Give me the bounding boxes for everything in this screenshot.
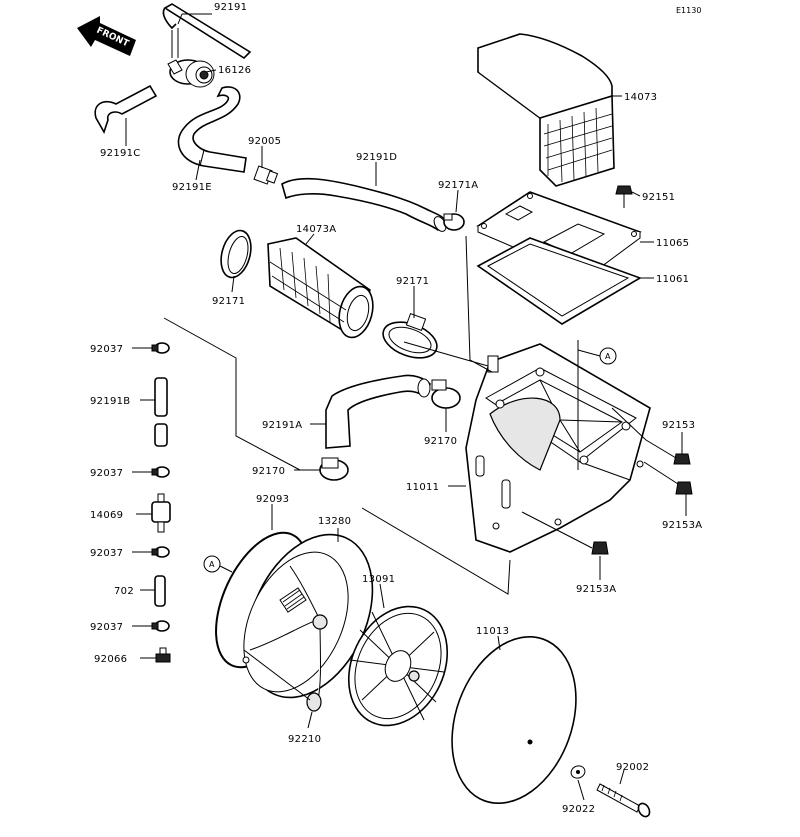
tube-92191B <box>154 377 168 447</box>
clip-92037-1 <box>151 342 170 354</box>
air-filter-14073 <box>477 33 615 187</box>
label-92002: 92002 <box>616 762 649 773</box>
clip-92037-3 <box>151 546 170 558</box>
air-box-11011 <box>465 343 651 553</box>
label-92171-left: 92171 <box>212 296 245 307</box>
label-14073A: 14073A <box>296 224 336 235</box>
label-92153: 92153 <box>662 420 695 431</box>
washer-92022 <box>570 765 586 779</box>
bolt-92151 <box>615 185 633 208</box>
grommet-92210 <box>306 692 322 712</box>
band-92171-left <box>220 229 252 279</box>
fitting-92005 <box>253 165 279 185</box>
hose-92191E <box>177 86 247 173</box>
label-92093: 92093 <box>256 494 289 505</box>
label-14073: 14073 <box>624 92 657 103</box>
element-11013 <box>451 635 577 805</box>
ref-marker-a-left: A <box>203 555 233 573</box>
bolt-92153A-right <box>675 481 693 495</box>
band-92171-right <box>382 312 438 359</box>
label-92153A-1: 92153A <box>662 520 702 531</box>
svg-text:A: A <box>209 560 215 569</box>
diagram-code: E1130 <box>676 6 701 15</box>
label-92171A: 92171A <box>438 180 478 191</box>
label-92210: 92210 <box>288 734 321 745</box>
cover-13280 <box>242 533 374 701</box>
label-92171-right: 92171 <box>396 276 429 287</box>
label-13280: 13280 <box>318 516 351 527</box>
clip-92037-2 <box>151 466 170 478</box>
label-16126: 16126 <box>218 65 251 76</box>
label-92022: 92022 <box>562 804 595 815</box>
label-92191C: 92191C <box>100 148 141 159</box>
hose-92191D <box>281 177 447 232</box>
clamp-92170-upper <box>431 379 461 409</box>
hose-92191 <box>162 3 252 60</box>
tube-702 <box>154 575 166 607</box>
clip-92037-4 <box>151 620 170 632</box>
clamp-92171A <box>443 213 465 231</box>
label-11061: 11061 <box>656 274 689 285</box>
label-92037-1: 92037 <box>90 344 123 355</box>
hose-92191C <box>94 84 158 134</box>
label-11065: 11065 <box>656 238 689 249</box>
label-92037-3: 92037 <box>90 548 123 559</box>
label-92191E: 92191E <box>172 182 212 193</box>
label-14069: 14069 <box>90 510 123 521</box>
label-92153A-2: 92153A <box>576 584 616 595</box>
label-92037-2: 92037 <box>90 468 123 479</box>
label-92037-4: 92037 <box>90 622 123 633</box>
label-92191A: 92191A <box>262 420 302 431</box>
leader-lines <box>125 13 687 801</box>
nipple-92066 <box>155 647 171 663</box>
bolt-92002 <box>596 783 651 818</box>
ref-marker-a-right: A <box>577 347 617 365</box>
label-92170-a: 92170 <box>424 436 457 447</box>
valve-16126 <box>167 59 215 88</box>
frame-13091 <box>347 605 449 727</box>
label-11011: 11011 <box>406 482 439 493</box>
label-92066: 92066 <box>94 654 127 665</box>
svg-text:A: A <box>605 352 611 361</box>
hose-92191A <box>325 374 431 449</box>
label-92151: 92151 <box>642 192 675 203</box>
label-92005: 92005 <box>248 136 281 147</box>
front-arrow-icon: FRONT <box>77 16 136 56</box>
label-92170-b: 92170 <box>252 466 285 477</box>
filter-14069 <box>151 493 171 533</box>
vent-grille-icon <box>279 587 307 613</box>
label-92191D: 92191D <box>356 152 397 163</box>
clamp-92170-lower <box>319 457 349 481</box>
label-92191B: 92191B <box>90 396 130 407</box>
label-13091: 13091 <box>362 574 395 585</box>
label-702: 702 <box>114 586 134 597</box>
label-92191: 92191 <box>214 2 247 13</box>
bolt-92153 <box>673 453 691 465</box>
bolt-92153A-lower <box>591 541 609 555</box>
filter-14073A <box>267 237 374 339</box>
label-11013: 11013 <box>476 626 509 637</box>
